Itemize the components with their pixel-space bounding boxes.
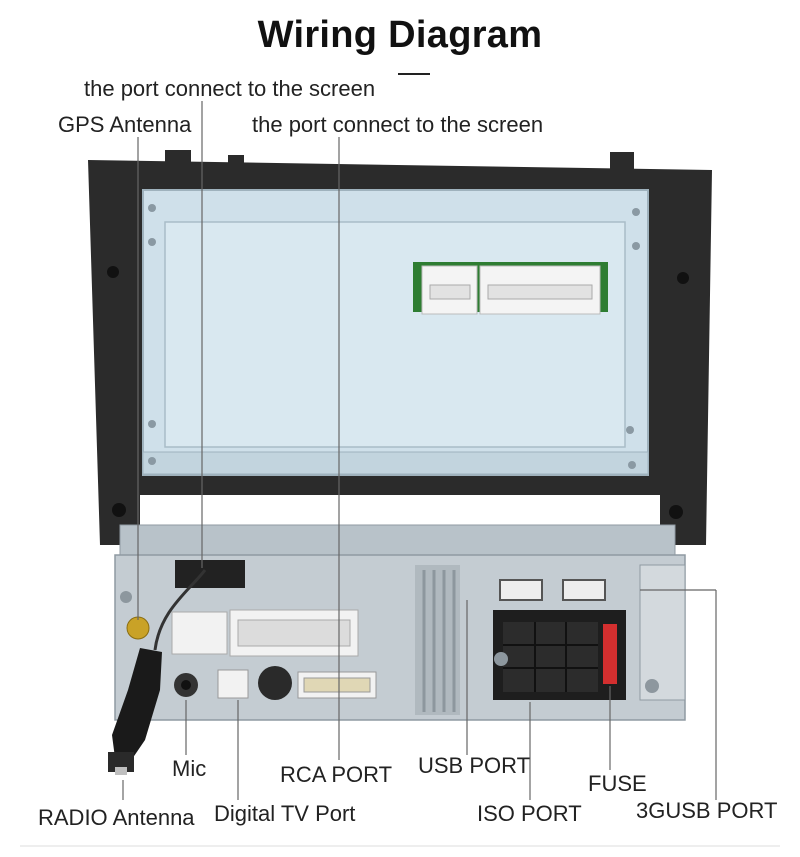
screen-bottom-rail: [142, 451, 649, 475]
frame-tab-left: [165, 150, 191, 170]
frame-hole-bl: [112, 503, 126, 517]
frame-tab-right: [610, 152, 634, 172]
label-screen-port-2: the port connect to the screen: [252, 112, 544, 137]
usb-port-2: [562, 579, 606, 601]
frame-tab-mid: [228, 155, 244, 169]
frame-hole-left: [107, 266, 119, 278]
label-3gusb-port: 3GUSB PORT: [636, 798, 778, 823]
screen-port-connector: [175, 560, 245, 588]
frame-hole-right: [677, 272, 689, 284]
label-rca-port: RCA PORT: [280, 762, 393, 787]
round-din-port: [258, 666, 292, 700]
label-digital-tv-port: Digital TV Port: [214, 801, 356, 826]
fuse: [603, 624, 617, 684]
gps-antenna-connector: [126, 616, 150, 640]
label-screen-port-1: the port connect to the screen: [84, 76, 376, 101]
label-usb-port: USB PORT: [418, 753, 531, 778]
label-iso-port: ISO PORT: [477, 801, 582, 826]
label-gps-antenna: GPS Antenna: [58, 112, 192, 137]
usb-port-1: [499, 579, 543, 601]
frame-hole-br: [669, 505, 683, 519]
page-title: Wiring Diagram: [257, 14, 543, 56]
label-mic: Mic: [172, 756, 207, 781]
label-radio-antenna: RADIO Antenna: [38, 805, 195, 830]
small-harness-connector: [171, 611, 228, 655]
screen-inner-panel: [164, 221, 626, 448]
chassis-right-plate: [639, 564, 686, 701]
digital-tv-connector: [217, 669, 249, 699]
leader-lines: [122, 73, 717, 800]
label-fuse: FUSE: [588, 771, 647, 796]
radio-antenna-cable: [153, 569, 207, 651]
radio-antenna-plug: [112, 648, 162, 762]
